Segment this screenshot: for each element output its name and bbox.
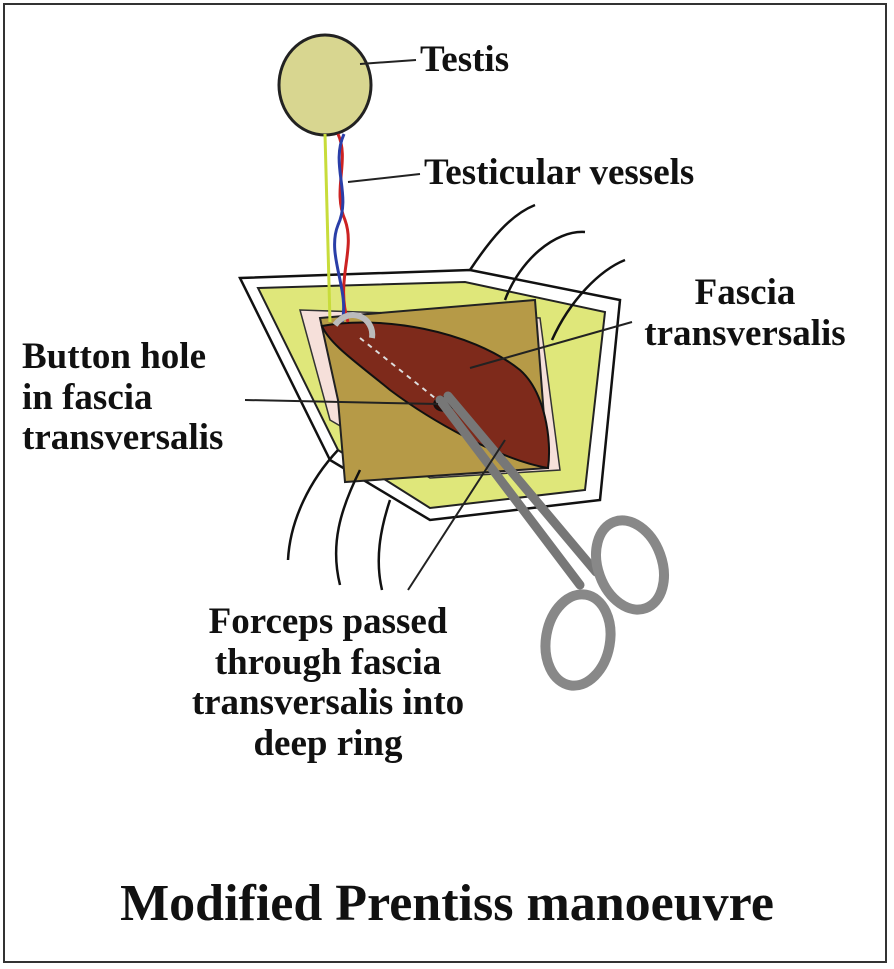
label-forceps-line-2: through fascia [214, 641, 442, 683]
label-forceps-line-3: transversalis into [191, 682, 465, 724]
label-button-hole-line-1: Button hole [22, 336, 207, 377]
forceps-ring-1 [591, 515, 669, 615]
dashed-line [359, 337, 441, 403]
leader-testis [359, 59, 417, 65]
testicular-vein [333, 133, 346, 323]
figure-title: Modified Prentiss manoeuvre [120, 875, 774, 932]
label-button-hole: Button hole in fascia transversalis [22, 336, 224, 459]
forceps-shaft [435, 391, 601, 590]
label-fascia-line-2: transversalis [644, 312, 846, 354]
fascia-transversalis [320, 321, 551, 470]
label-testis: Testis [420, 39, 510, 80]
leader-vessels [347, 173, 421, 183]
retractor-upper [468, 203, 626, 341]
testis [277, 33, 373, 137]
label-fascia-line-1: Fascia [694, 272, 796, 313]
retractor-lower [286, 449, 392, 591]
label-forceps-line-4: deep ring [253, 723, 403, 765]
leader-button-hole [244, 399, 439, 405]
label-testicular-vessels: Testicular vessels [424, 152, 695, 193]
leader-forceps [407, 439, 506, 591]
label-forceps-line-1: Forceps passed [208, 601, 448, 642]
testicular-artery [336, 133, 350, 323]
label-fascia-transversalis: Fascia transversalis [614, 272, 876, 354]
vas-deferens [323, 133, 332, 323]
label-forceps: Forceps passed through fascia transversa… [148, 601, 508, 765]
cord-hook [332, 312, 376, 339]
leader-fascia [469, 321, 633, 369]
label-button-hole-line-2: in fascia [22, 376, 153, 418]
label-button-hole-line-3: transversalis [22, 417, 224, 459]
forceps-ring-2 [540, 589, 616, 691]
